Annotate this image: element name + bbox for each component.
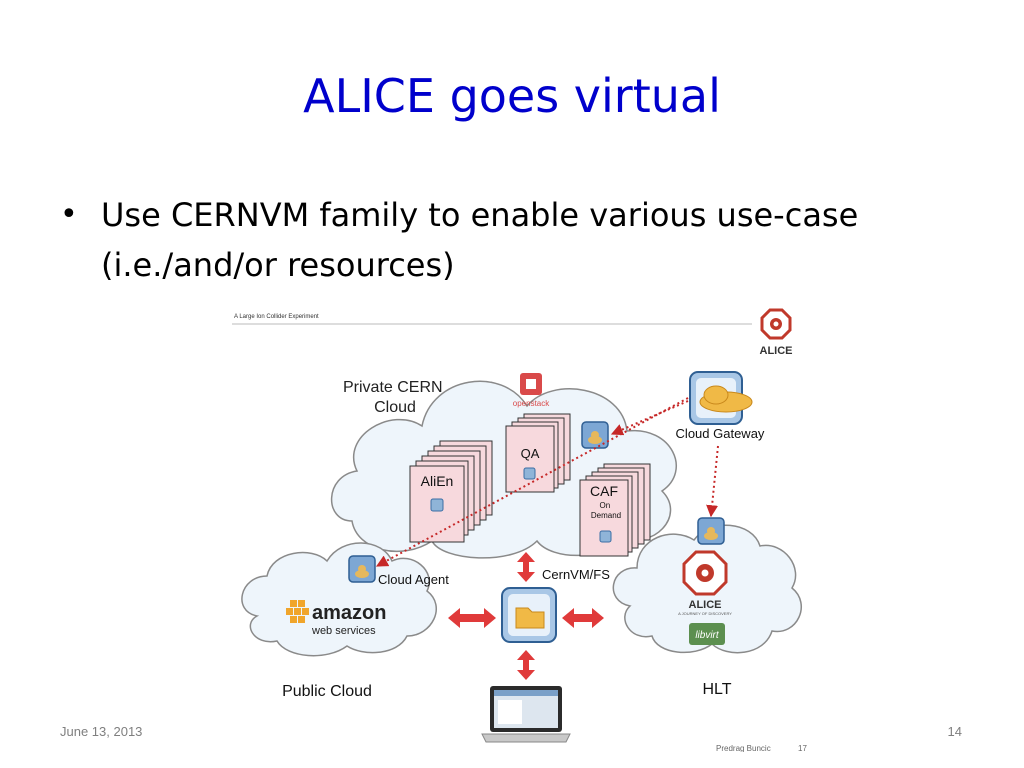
bullet-text: Use CERNVM family to enable various use-… — [101, 196, 859, 284]
hlt-label: HLT — [702, 681, 731, 698]
public-cloud-agent-icon — [348, 555, 376, 583]
bullet-dot-icon: • — [60, 197, 78, 232]
dotted-link-gateway-hlt — [706, 445, 719, 518]
slide-title: ALICE goes virtual — [303, 69, 721, 123]
aws-cubes-icon — [286, 600, 309, 623]
public-cloud-label: Public Cloud — [282, 683, 372, 700]
cernvmfs-label: CernVM/FS — [542, 567, 610, 582]
alien-label: AliEn — [421, 473, 454, 489]
footer-page-number: 14 — [947, 724, 962, 739]
hlt-alice-logo: ALICE A JOURNEY OF DISCOVERY — [678, 550, 732, 616]
openstack-logo: openstack — [513, 373, 550, 408]
footer-date: June 13, 2013 — [60, 724, 143, 739]
cernvm-small-icon — [430, 498, 444, 512]
bullet-list: • Use CERNVM family to enable various us… — [60, 190, 920, 290]
arrow-cernvmfs-left — [448, 608, 496, 628]
caf-stack: CAF On Demand — [579, 463, 651, 557]
arrow-cernvmfs-down — [517, 650, 535, 680]
architecture-diagram: A Large Ion Collider Experiment ALICE Pr… — [232, 308, 807, 752]
cloud-gateway: Cloud Gateway — [676, 371, 765, 441]
diagram-header: A Large Ion Collider Experiment — [234, 314, 319, 320]
qa-stack: QA — [505, 413, 571, 493]
libvirt-label: libvirt — [695, 630, 720, 641]
alice-logo: ALICE — [760, 308, 793, 357]
openstack-label: openstack — [513, 399, 550, 408]
public-cloud — [241, 542, 437, 657]
private-cloud-label: Private CERN Cloud — [343, 379, 447, 416]
caf-sub-label: On Demand — [591, 501, 621, 520]
webservices-label: web services — [311, 625, 376, 637]
cloud-agent-label: Cloud Agent — [378, 572, 449, 587]
cernvm-small-icon — [599, 530, 612, 543]
alice-logo-text: ALICE — [760, 345, 793, 357]
amazon-logo: amazon web services — [286, 600, 386, 637]
private-cloud-agent-icon — [581, 421, 609, 449]
author-footer: Predrag Buncic — [716, 744, 771, 752]
cloud-gateway-label: Cloud Gateway — [676, 426, 765, 441]
arrow-cernvmfs-right — [562, 608, 604, 628]
libvirt-logo: libvirt — [689, 623, 725, 645]
dotted-link-gateway-public — [375, 397, 689, 567]
amazon-label: amazon — [312, 602, 386, 624]
dotted-link-gateway-private — [610, 400, 689, 436]
bullet-item: • Use CERNVM family to enable various us… — [60, 190, 920, 290]
hlt-alice-sub: A JOURNEY OF DISCOVERY — [678, 611, 732, 616]
laptop-icon — [481, 686, 571, 743]
hlt-cloud-agent-icon — [697, 517, 725, 545]
cernvm-small-icon — [523, 467, 536, 480]
qa-label: QA — [521, 446, 540, 461]
cernvmfs-icon — [501, 587, 557, 643]
caf-label: CAF — [590, 483, 618, 499]
arrow-cernvmfs-up — [517, 552, 535, 582]
author-page: 17 — [798, 744, 807, 752]
hlt-alice-text: ALICE — [689, 599, 722, 611]
alien-stack: AliEn — [409, 440, 493, 543]
